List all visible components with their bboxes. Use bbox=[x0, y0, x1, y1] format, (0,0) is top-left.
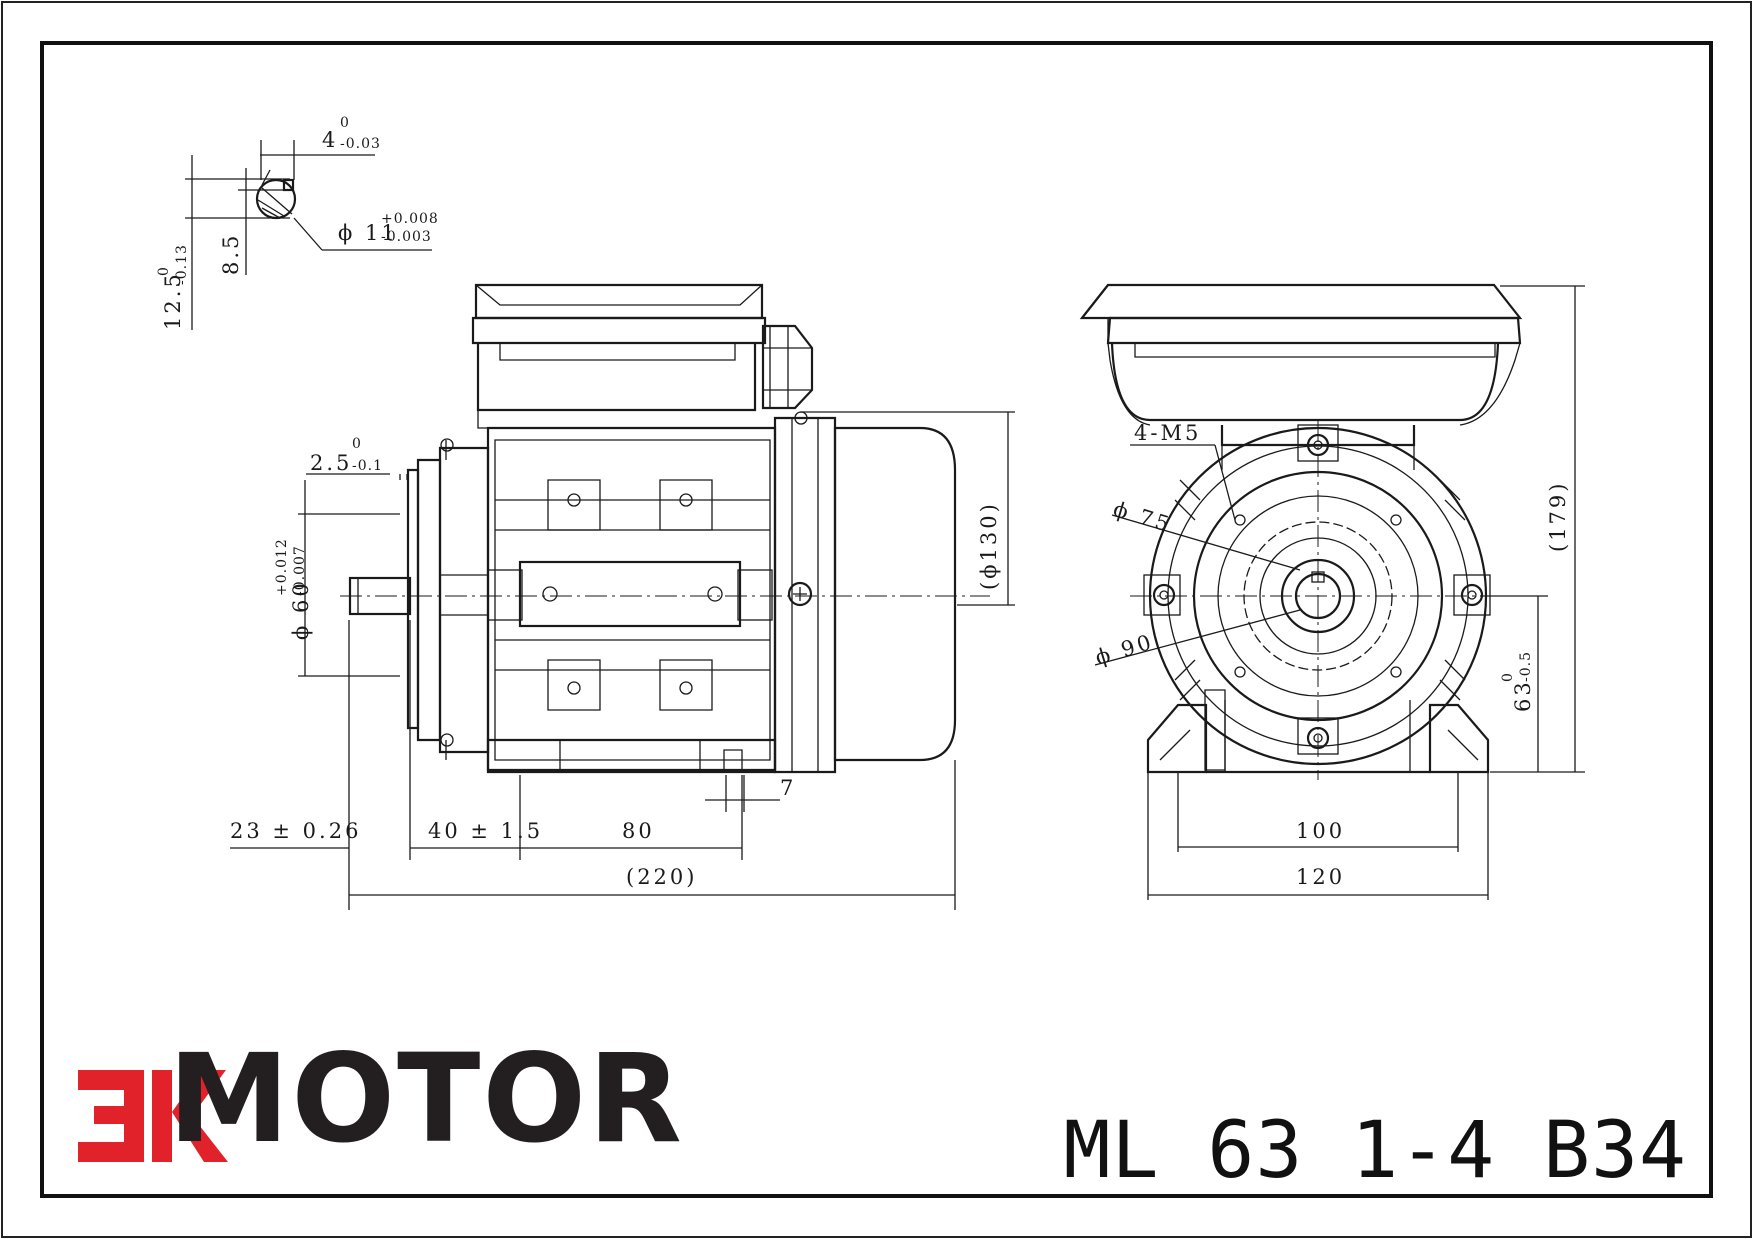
shaft-height-tol-upper: 0 bbox=[1500, 672, 1516, 682]
key-height-12-5: 12.5 bbox=[161, 271, 185, 330]
shaft-to-foot-label: 40 ± 1.5 bbox=[428, 819, 543, 843]
foot-slot-label: 7 bbox=[780, 776, 796, 800]
end-view-dimensions bbox=[1094, 285, 1585, 900]
shaft-dia-tol-lower: -0.003 bbox=[381, 229, 432, 245]
brand-name: MOTOR bbox=[168, 1028, 684, 1170]
key-height-tol-upper: 0 bbox=[156, 266, 172, 276]
key-height-8-5: 8.5 bbox=[219, 233, 243, 275]
key-width-tol-lower: -0.03 bbox=[340, 136, 381, 152]
bolt-holes-label: 4-M5 bbox=[1134, 421, 1201, 445]
shaft-length-label: 23 ± 0.26 bbox=[230, 819, 361, 843]
end-view-motor bbox=[1079, 283, 1523, 780]
body-dia-label: (ϕ130) bbox=[977, 501, 1001, 590]
drawing-frame bbox=[40, 41, 1713, 1198]
key-width-label: 4 bbox=[322, 128, 338, 152]
spigot-dia-tol-lower: -0.007 bbox=[292, 545, 308, 596]
shaft-dia-tol-upper: +0.008 bbox=[381, 211, 439, 227]
overall-length-label: (220) bbox=[626, 865, 697, 889]
foot-width-label: 120 bbox=[1296, 865, 1345, 889]
key-height-tol-lower: -0.13 bbox=[174, 244, 190, 285]
spigot-depth-label: 2.5 bbox=[310, 451, 352, 475]
brand-logo-mark bbox=[78, 1070, 228, 1162]
shaft-height-label: 63 bbox=[1511, 679, 1535, 712]
side-view-dimensions bbox=[230, 411, 1015, 910]
foot-holes-end-label: 100 bbox=[1296, 819, 1345, 843]
key-width-tol-upper: 0 bbox=[340, 115, 350, 131]
spigot-dia-label: ϕ 60 bbox=[289, 580, 313, 640]
overall-height-label: (179) bbox=[1546, 481, 1570, 552]
foot-holes-side-label: 80 bbox=[622, 819, 655, 843]
pcd-label: ϕ 75 bbox=[1111, 497, 1175, 537]
spigot-tol-upper: 0 bbox=[352, 436, 362, 452]
flange-dia-label: ϕ 90 bbox=[1092, 629, 1156, 669]
key-detail bbox=[185, 140, 432, 330]
side-view-motor bbox=[340, 283, 990, 774]
shaft-dia-label: ϕ 11 bbox=[338, 221, 398, 245]
spigot-tol-lower: -0.1 bbox=[352, 458, 383, 474]
spigot-dia-tol-upper: +0.012 bbox=[274, 538, 290, 596]
model-number: ML 63 1-4 B34 bbox=[1063, 1106, 1687, 1196]
shaft-height-tol-lower: -0.5 bbox=[1518, 651, 1534, 682]
